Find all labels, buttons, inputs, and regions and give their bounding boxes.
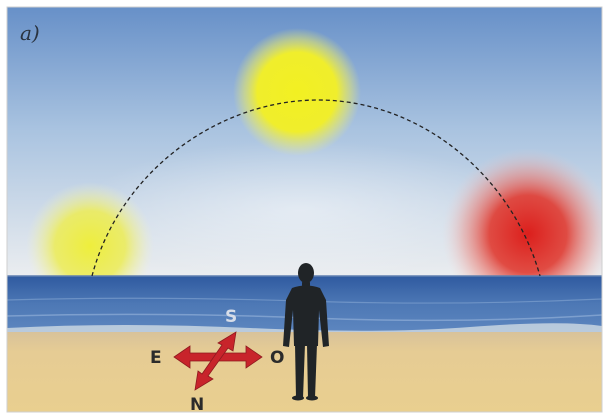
compass-west-label: O [270, 348, 284, 368]
panel-label: a) [20, 21, 40, 45]
compass-east-label: E [150, 348, 162, 368]
compass-south-label: S [225, 307, 237, 327]
sun-noon [233, 28, 361, 156]
